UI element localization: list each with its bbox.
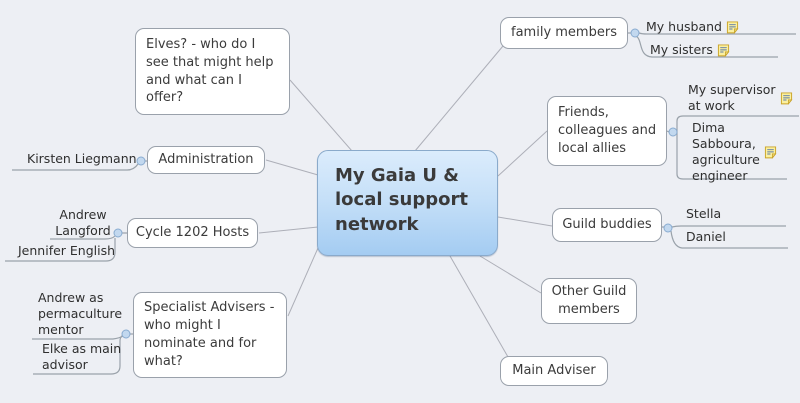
topic-cycle-1202-hosts[interactable]: Cycle 1202 Hosts bbox=[127, 218, 258, 248]
leaf-supervisor-label: My supervisor at work bbox=[688, 82, 776, 113]
topic-main-adviser[interactable]: Main Adviser bbox=[500, 356, 608, 386]
edge-central-administration bbox=[265, 159, 319, 176]
branch-supervisor bbox=[676, 115, 799, 127]
leaf-andrew-perma[interactable]: Andrew as permaculture mentor bbox=[38, 290, 122, 338]
note-icon[interactable] bbox=[764, 145, 777, 159]
topic-friends[interactable]: Friends, colleagues and local allies bbox=[547, 96, 667, 166]
note-icon[interactable] bbox=[726, 20, 739, 34]
collapse-handle-cycle-hosts[interactable] bbox=[113, 228, 123, 238]
topic-family-members[interactable]: family members bbox=[500, 17, 628, 49]
edge-central-other-guild bbox=[479, 255, 542, 294]
edge-central-family bbox=[414, 45, 504, 152]
collapse-handle-administration[interactable] bbox=[136, 156, 146, 166]
topic-other-guild-members[interactable]: Other Guild members bbox=[541, 278, 637, 324]
leaf-jennifer[interactable]: Jennifer English bbox=[18, 243, 115, 259]
collapse-handle-guild-buddies[interactable] bbox=[663, 223, 673, 233]
leaf-andrew-perma-label: Andrew as permaculture mentor bbox=[38, 290, 123, 337]
collapse-handle-specialist[interactable] bbox=[121, 329, 131, 339]
leaf-elke-label: Elke as main advisor bbox=[42, 341, 122, 372]
branch-daniel bbox=[670, 230, 788, 249]
branch-jennifer bbox=[5, 238, 116, 262]
leaf-andrew-langford[interactable]: Andrew Langford bbox=[48, 207, 118, 239]
leaf-supervisor[interactable]: My supervisor at work bbox=[688, 82, 793, 114]
leaf-my-husband-label: My husband bbox=[646, 19, 722, 34]
topic-guild-buddies[interactable]: Guild buddies bbox=[552, 208, 662, 242]
leaf-stella[interactable]: Stella bbox=[686, 206, 721, 222]
topic-administration[interactable]: Administration bbox=[147, 146, 265, 174]
leaf-elke[interactable]: Elke as main advisor bbox=[42, 341, 121, 373]
leaf-jennifer-label: Jennifer English bbox=[18, 243, 116, 258]
leaf-my-sisters[interactable]: My sisters bbox=[650, 42, 730, 58]
edge-central-cycle-hosts bbox=[258, 226, 319, 234]
edge-central-friends bbox=[497, 130, 548, 177]
edge-central-main-adviser bbox=[449, 255, 509, 358]
branch-dima bbox=[676, 127, 787, 180]
leaf-andrew-langford-label: Andrew Langford bbox=[55, 207, 111, 238]
central-topic[interactable]: My Gaia U & local support network bbox=[317, 150, 498, 256]
topic-specialist-advisers[interactable]: Specialist Advisers - who might I nomina… bbox=[133, 292, 287, 378]
branch-kirsten bbox=[12, 163, 139, 171]
edge-central-guild-buddies bbox=[497, 216, 553, 227]
branch-my-sisters bbox=[635, 35, 778, 58]
leaf-kirsten-label: Kirsten Liegmann bbox=[27, 151, 137, 166]
leaf-daniel[interactable]: Daniel bbox=[686, 229, 726, 245]
collapse-handle-family[interactable] bbox=[630, 28, 640, 38]
leaf-dima[interactable]: Dima Sabboura, agriculture engineer bbox=[692, 120, 777, 184]
collapse-handle-friends[interactable] bbox=[668, 127, 678, 137]
edge-central-elves bbox=[289, 79, 353, 152]
leaf-dima-label: Dima Sabboura, agriculture engineer bbox=[692, 120, 760, 183]
note-icon[interactable] bbox=[717, 43, 730, 57]
branch-my-husband bbox=[638, 32, 796, 35]
edge-central-specialist bbox=[287, 247, 319, 317]
branch-stella bbox=[671, 225, 786, 228]
branch-andrew-langford bbox=[50, 235, 116, 240]
note-icon[interactable] bbox=[780, 91, 793, 105]
leaf-daniel-label: Daniel bbox=[686, 229, 726, 244]
leaf-my-sisters-label: My sisters bbox=[650, 42, 713, 57]
topic-elves[interactable]: Elves? - who do I see that might help an… bbox=[135, 28, 290, 115]
branch-elke bbox=[33, 334, 124, 375]
leaf-kirsten[interactable]: Kirsten Liegmann bbox=[27, 151, 137, 167]
leaf-stella-label: Stella bbox=[686, 206, 722, 221]
leaf-my-husband[interactable]: My husband bbox=[646, 19, 739, 35]
